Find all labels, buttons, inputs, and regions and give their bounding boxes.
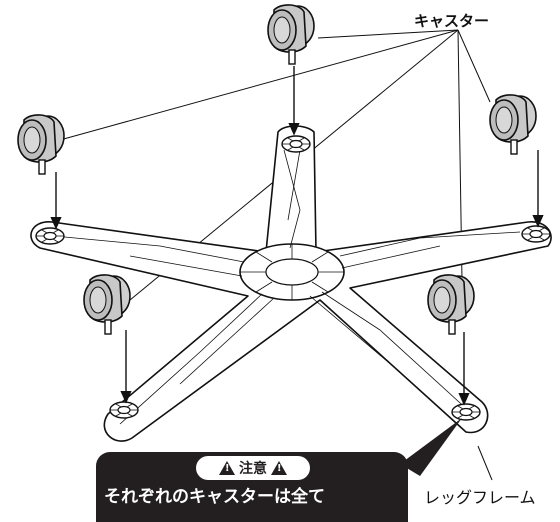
caster-left [17, 114, 65, 175]
leg-frame-label: レッグフレーム [424, 488, 536, 507]
caster-label: キャスター [414, 12, 490, 30]
caster-top [267, 4, 315, 65]
warning-triangle-icon: ! [219, 461, 235, 475]
leg-frame-leader [477, 445, 493, 481]
chair-base-assembly-diagram [17, 4, 552, 481]
caution-text: それぞれのキャスターは全て [104, 487, 325, 507]
caution-badge-text: 注意 [239, 461, 267, 477]
callout-pointer [400, 418, 462, 476]
caution-badge: ! 注意 ! [196, 456, 310, 480]
caution-callout: ! 注意 ! それぞれのキャスターは全て [96, 452, 408, 522]
leg-frame [30, 125, 552, 442]
caster-lower-right [427, 274, 475, 335]
insertion-arrows [50, 66, 544, 406]
warning-triangle-icon: ! [271, 461, 287, 475]
caster-lower-left [83, 274, 131, 335]
caster-right [489, 94, 537, 155]
